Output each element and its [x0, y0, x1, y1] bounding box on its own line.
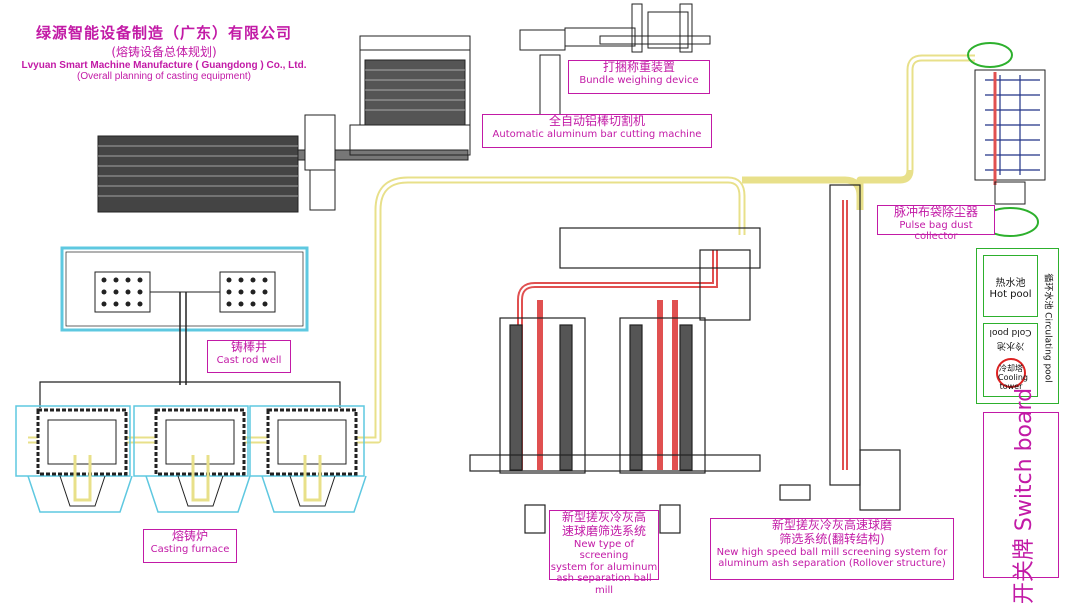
label-cutting-machine: 全自动铝棒切割机 Automatic aluminum bar cutting … [482, 114, 712, 148]
label-furnace-en: Casting furnace [150, 543, 230, 555]
label-bundle-cn: 打捆称重装置 [602, 60, 675, 74]
label-screening-system-1: 新型搓灰冷灰高 速球磨筛选系统 New type of screening sy… [549, 510, 659, 596]
plant-layout-drawing [15, 3, 1046, 534]
cold-pool: Cold pool 冷水池 冷却塔 Cooling tower [983, 323, 1038, 397]
label-furnace-cn: 熔铸炉 [171, 529, 208, 543]
label-cast-well-cn: 铸棒井 [230, 340, 267, 354]
label-screening2-en1: New high speed ball mill screening syste… [716, 546, 948, 558]
label-cutting-en: Automatic aluminum bar cutting machine [492, 128, 702, 140]
label-cutting-cn: 全自动铝棒切割机 [548, 114, 645, 128]
label-pulse-collector: 脉冲布袋除尘器 Pulse bag dust collector [877, 205, 995, 242]
label-screening1-en2: system for aluminum [550, 561, 658, 573]
yellow-pipeline-core [28, 56, 975, 442]
hot-pool: 热水池 Hot pool [983, 255, 1038, 317]
label-screening-system-2: 新型搓灰冷灰高速球磨 筛选系统(翻转结构) New high speed bal… [710, 518, 954, 580]
company-name-en: Lvyuan Smart Machine Manufacture ( Guang… [21, 60, 307, 71]
label-pulse-en: Pulse bag dust collector [899, 219, 973, 243]
cooling-tower-en: Cooling tower [998, 373, 1028, 391]
cast-rod-well [39, 246, 341, 408]
cold-pool-cn: 冷水池 [997, 340, 1025, 350]
label-casting-furnace: 熔铸炉 Casting furnace [143, 529, 237, 563]
label-screening1-cn2: 速球磨筛选系统 [561, 523, 646, 538]
screening-frames [469, 184, 901, 534]
label-screening2-cn1: 新型搓灰冷灰高速球磨 [771, 518, 892, 532]
cooling-tower: 冷却塔 Cooling tower [996, 358, 1028, 391]
cold-pool-en: Cold pool [989, 327, 1032, 337]
label-screening1-en3: ash separation ball mill [556, 573, 652, 596]
switch-board-label: 开关牌 Switch board [1012, 387, 1037, 604]
dust-collector [967, 42, 1046, 237]
title-block: 绿源智能设备制造（广东）有限公司 (熔铸设备总体规划) Lvyuan Smart… [8, 22, 320, 88]
label-bundle-weighing: 打捆称重装置 Bundle weighing device [568, 60, 710, 94]
hot-pool-en: Hot pool [989, 289, 1032, 300]
label-cast-well-en: Cast rod well [216, 354, 282, 366]
label-screening1-cn1: 新型搓灰冷灰高 [561, 510, 646, 524]
casting-furnaces [15, 405, 367, 513]
subtitle-cn: (熔铸设备总体规划) [111, 45, 217, 59]
subtitle-en: (Overall planning of casting equipment) [77, 71, 251, 82]
circulating-pool: 热水池 Hot pool Cold pool 冷水池 冷却塔 Cooling t… [976, 248, 1059, 404]
label-bundle-en: Bundle weighing device [579, 74, 699, 86]
red-duct-core [519, 200, 846, 470]
label-screening2-en2: aluminum ash separation (Rollover struct… [718, 558, 946, 570]
label-screening2-cn2: 筛选系统(翻转结构) [779, 531, 885, 546]
circulating-pool-text: 循环水池 Circulating pool [1042, 273, 1053, 383]
hot-pool-cn: 热水池 [995, 278, 1026, 289]
cutting-line-machinery [97, 3, 711, 213]
circulating-pool-label: 循环水池 Circulating pool [1039, 255, 1059, 401]
switch-board: 开关牌 Switch board [983, 388, 1059, 604]
label-pulse-cn: 脉冲布袋除尘器 [893, 205, 978, 219]
label-cast-rod-well: 铸棒井 Cast rod well [207, 340, 291, 373]
label-screening1-en1: New type of screening [573, 538, 635, 562]
diagram-canvas: 绿源智能设备制造（广东）有限公司 (熔铸设备总体规划) Lvyuan Smart… [8, 3, 1059, 604]
cooling-tower-cn: 冷却塔 [999, 364, 1023, 373]
company-name-cn: 绿源智能设备制造（广东）有限公司 [35, 24, 292, 42]
